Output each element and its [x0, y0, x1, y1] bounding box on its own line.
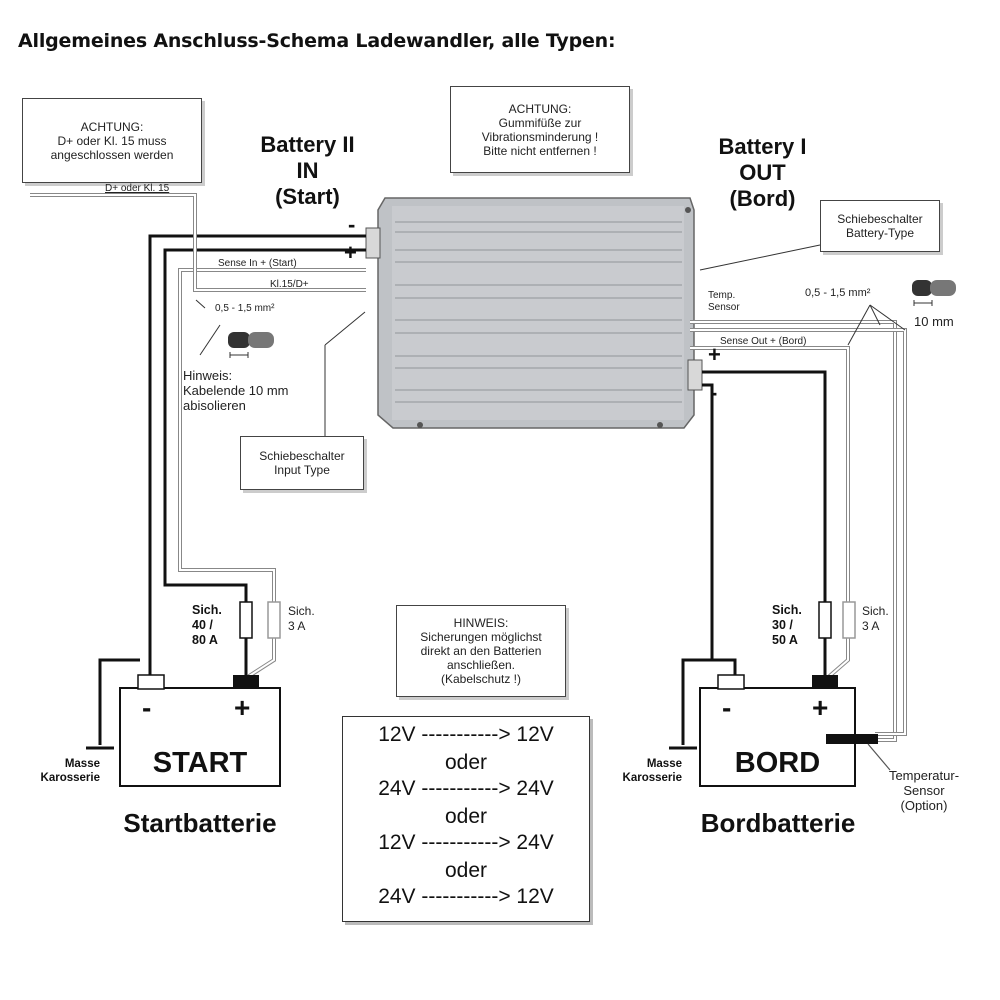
- note-line: Gummifüße zur: [498, 115, 582, 130]
- device-in-plus-sign: +: [344, 240, 357, 265]
- kl15-label: Kl.15/D+: [270, 279, 309, 290]
- label-line: Masse: [646, 758, 682, 770]
- pointer-lines: [195, 244, 906, 436]
- label-line: Masse: [64, 758, 100, 770]
- label-line: Sensor: [708, 302, 740, 313]
- bord-battery-plus: +: [812, 692, 829, 723]
- label-line: Sich.: [192, 603, 222, 617]
- note-rubber-feet: ACHTUNG: Gummifüße zur Vibrationsminderu…: [450, 86, 630, 173]
- note-line: HINWEIS:: [453, 616, 509, 630]
- label-line: Temperatur-: [888, 768, 960, 783]
- note-line: anschließen.: [446, 658, 516, 672]
- label-line: Sensor: [903, 783, 945, 798]
- fuse-start-main-label: Sich. 40 / 80 A: [192, 603, 222, 648]
- note-slide-input-type: Schiebeschalter Input Type: [240, 436, 364, 490]
- label-line: 30 /: [772, 618, 793, 632]
- note-line: Battery-Type: [845, 226, 915, 240]
- bord-battery: [699, 674, 891, 787]
- label-line: 80 A: [192, 633, 218, 647]
- battery-ii-header: Battery II IN (Start): [240, 132, 375, 210]
- voltage-or: oder: [444, 859, 488, 882]
- label-line: Sich.: [772, 603, 802, 617]
- start-battery-caption: Startbatterie: [123, 808, 277, 838]
- voltage-line: 12V -----------> 12V: [378, 723, 554, 746]
- label-line: 50 A: [772, 633, 798, 647]
- voltage-line: 12V -----------> 24V: [378, 831, 554, 854]
- label-line: (Option): [900, 798, 948, 813]
- note-line: Input Type: [274, 463, 330, 477]
- device-out-plus-sign: +: [708, 342, 721, 367]
- voltage-line: 24V -----------> 12V: [378, 885, 554, 908]
- voltage-or: oder: [444, 751, 488, 774]
- device-in-minus-sign: -: [348, 212, 356, 237]
- header-line: (Bord): [729, 186, 796, 211]
- note-fuse-hint: HINWEIS: Sicherungen möglichst direkt an…: [396, 605, 566, 697]
- note-slide-battery-type: Schiebeschalter Battery-Type: [820, 200, 940, 252]
- fuses: [239, 601, 856, 639]
- label-line: Hinweis:: [183, 368, 233, 383]
- start-battery: [119, 674, 281, 787]
- sense-out-label: Sense Out + (Bord): [720, 336, 807, 347]
- note-line: Sicherungen möglichst: [420, 630, 542, 644]
- cross-section-right: 0,5 - 1,5 mm²: [805, 287, 871, 299]
- note-line: Bitte nicht entfernen !: [483, 143, 597, 158]
- header-line: IN: [296, 158, 319, 183]
- label-line: Sich.: [288, 604, 315, 618]
- strip-length-right: 10 mm: [914, 314, 954, 329]
- note-line: direkt an den Batterien: [420, 644, 542, 658]
- label-line: 3 A: [288, 619, 306, 633]
- voltage-line: 24V -----------> 24V: [378, 777, 554, 800]
- right-wiring: [669, 320, 907, 750]
- start-battery-name: START: [152, 747, 248, 779]
- voltage-options-box: 12V -----------> 12V oder 24V ----------…: [342, 716, 590, 922]
- header-line: Battery II: [260, 132, 355, 157]
- start-battery-plus: +: [234, 692, 251, 723]
- temp-sensor-wire-label: Temp. Sensor: [708, 290, 740, 314]
- header-line: Battery I: [718, 134, 807, 159]
- bord-battery-caption: Bordbatterie: [700, 808, 856, 838]
- label-line: Kabelende 10 mm: [183, 383, 289, 398]
- label-line: 3 A: [862, 619, 880, 633]
- label-line: abisolieren: [183, 398, 246, 413]
- bord-battery-minus: -: [722, 692, 732, 723]
- masse-right-label: Masse Karosserie: [602, 757, 682, 785]
- battery-i-header: Battery I OUT (Bord): [695, 134, 830, 212]
- note-line: (Kabelschutz !): [440, 672, 522, 686]
- header-line: OUT: [739, 160, 786, 185]
- note-line: Schiebeschalter: [259, 449, 345, 463]
- note-line: angeschlossen werden: [50, 147, 174, 162]
- note-line: Schiebeschalter: [837, 212, 923, 226]
- device-out-minus-sign: -: [710, 380, 718, 405]
- note-line: ACHTUNG:: [508, 101, 572, 116]
- label-line: Karosserie: [40, 772, 100, 784]
- header-line: (Start): [275, 184, 340, 209]
- voltage-or: oder: [444, 805, 488, 828]
- dplus-wire-label: D+ oder Kl. 15: [105, 183, 170, 194]
- masse-left-label: Masse Karosserie: [20, 757, 100, 785]
- note-dplus-warning: ACHTUNG: D+ oder Kl. 15 muss angeschloss…: [22, 98, 202, 183]
- label-line: Karosserie: [622, 772, 682, 784]
- temp-sensor-label: Temperatur- Sensor (Option): [874, 768, 974, 813]
- cross-section-left: 0,5 - 1,5 mm²: [215, 303, 275, 314]
- cable-end-icons: [228, 280, 956, 358]
- sense-in-label: Sense In + (Start): [218, 258, 297, 269]
- label-line: Sich.: [862, 604, 889, 618]
- note-line: ACHTUNG:: [80, 119, 144, 134]
- fuse-bord-main-label: Sich. 30 / 50 A: [772, 603, 802, 648]
- charger-device: [365, 197, 703, 429]
- note-line: Vibrationsminderung !: [481, 129, 599, 144]
- fuse-start-small-label: Sich. 3 A: [288, 604, 315, 634]
- bord-battery-name: BORD: [734, 747, 821, 779]
- fuse-bord-small-label: Sich. 3 A: [862, 604, 889, 634]
- strip-hint: Hinweis: Kabelende 10 mm abisolieren: [183, 368, 289, 413]
- note-line: D+ oder Kl. 15 muss: [57, 133, 167, 148]
- label-line: Temp.: [708, 290, 736, 301]
- label-line: 40 /: [192, 618, 213, 632]
- start-battery-minus: -: [142, 692, 152, 723]
- page-title: Allgemeines Anschluss-Schema Ladewandler…: [18, 30, 616, 52]
